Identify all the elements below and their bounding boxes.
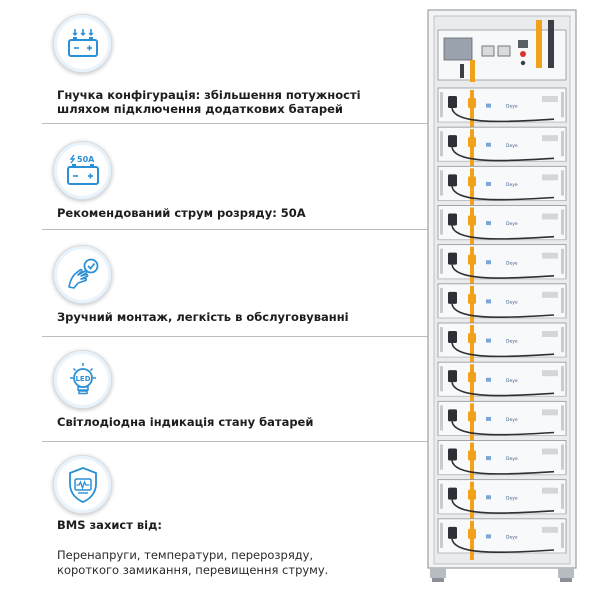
module-brand-label: Deye [506,534,518,540]
module-brand-label: Deye [506,299,518,305]
feature-title: Зручний монтаж, легкість в обслуговуванн… [57,310,349,324]
module-brand-label: Deye [506,378,518,384]
battery-module: Deye [437,126,567,169]
module-brand-label: Deye [506,495,518,501]
module-brand-label: Deye [506,339,518,345]
battery-module: Deye [437,361,567,404]
control-box [437,20,567,82]
module-brand-label: Deye [506,104,518,110]
divider [42,229,430,230]
feature-title: Світлодіодна індикація стану батарей [57,415,314,429]
module-brand-label: Deye [506,221,518,227]
module-brand-label: Deye [506,417,518,423]
battery-module: Deye [437,205,567,247]
bms-shield-icon [53,455,112,514]
feature-title: Гнучка конфігурація: збільшення потужнос… [57,88,361,116]
battery-module: Deye [437,87,567,130]
battery-module: Deye [437,322,567,365]
battery-module: Deye [437,165,567,208]
battery-module: Deye [437,518,567,560]
feature-title: BMS захист від: [57,518,163,532]
divider [42,441,430,442]
module-brand-label: Deye [506,182,518,188]
battery-module: Deye [437,283,567,325]
module-brand-label: Deye [506,143,518,149]
battery-module: Deye [437,400,567,443]
feature-title: Рекомендований струм розряду: 50A [57,206,306,220]
battery-50a-icon: 50A [53,141,112,200]
divider [42,123,430,124]
led-bulb-icon: LED [53,350,112,409]
battery-module: Deye [437,440,567,482]
battery-expand-icon [53,14,112,73]
battery-module: Deye [437,479,567,521]
divider [42,336,430,337]
icon-label: LED [75,375,90,383]
battery-module: Deye [437,244,567,286]
feature-description: Перенапруги, температури, перерозряду, к… [57,548,329,577]
hand-check-icon [53,245,112,304]
icon-label: 50A [77,155,95,164]
module-brand-label: Deye [506,456,518,462]
module-brand-label: Deye [506,260,518,266]
